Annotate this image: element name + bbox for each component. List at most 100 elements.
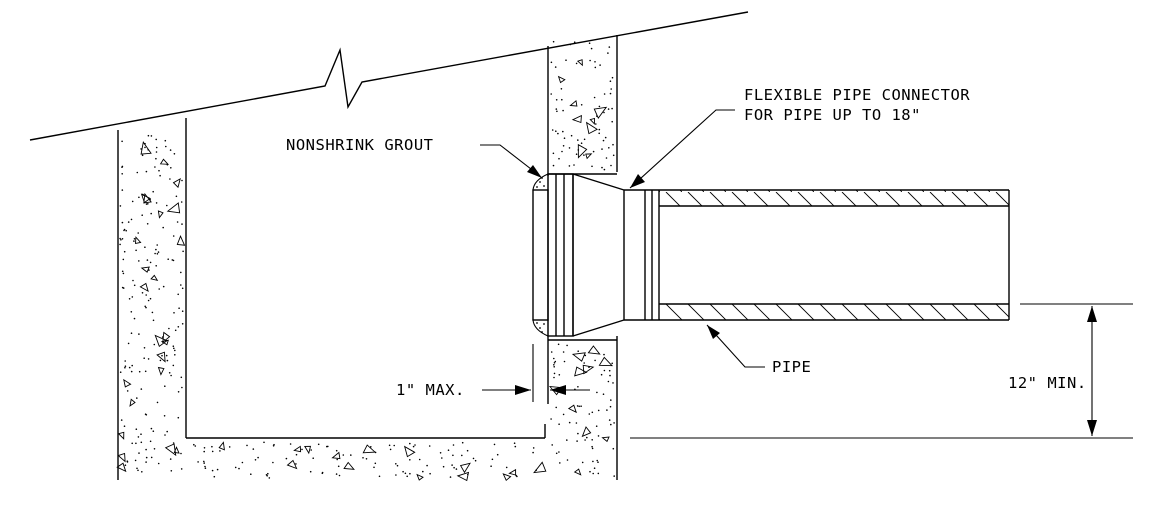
aggregate-dot [597, 435, 600, 437]
aggregate-dot [203, 462, 205, 464]
aggregate-dot [592, 472, 594, 475]
aggregate-dot [254, 459, 257, 461]
aggregate-dot [555, 99, 558, 101]
aggregate-dot [155, 202, 158, 204]
aggregate-dot [589, 470, 591, 473]
grout-dot [543, 323, 545, 325]
aggregate-dot [145, 203, 148, 205]
grout-dot [541, 331, 543, 333]
aggregate-dot [566, 439, 568, 441]
aggregate-dot [144, 246, 146, 248]
aggregate-dot [219, 450, 221, 452]
aggregate-mark [156, 351, 166, 363]
aggregate-mark [571, 352, 586, 362]
aggregate-dot [472, 457, 475, 460]
pipe-leader [706, 324, 765, 368]
aggregate-dot [250, 473, 252, 476]
aggregate-dot [374, 462, 377, 465]
aggregate-dot [309, 470, 312, 473]
aggregate-mark [331, 451, 341, 460]
aggregate-mark [593, 106, 608, 119]
aggregate-dot [138, 370, 141, 373]
aggregate-dot [584, 439, 586, 441]
aggregate-dot [422, 470, 424, 473]
aggregate-dot [131, 364, 133, 367]
aggregate-dot [124, 365, 127, 368]
aggregate-dot [134, 459, 137, 462]
aggregate-dot [133, 238, 136, 240]
aggregate-dot [170, 167, 172, 169]
concrete-texture [116, 40, 615, 482]
aggregate-dot [123, 229, 125, 232]
max-gap-label: 1" MAX. [396, 381, 465, 399]
aggregate-dot [203, 447, 206, 449]
aggregate-dot [396, 464, 399, 467]
aggregate-dot [389, 448, 392, 451]
aggregate-dot [152, 190, 154, 193]
aggregate-dot [562, 130, 564, 133]
ground-line [29, 11, 749, 141]
min-height-dimension [630, 303, 1133, 439]
aggregate-dot [406, 475, 409, 478]
aggregate-dot [121, 221, 124, 224]
aggregate-dot [593, 467, 596, 470]
aggregate-dot [562, 145, 565, 147]
aggregate-dot [593, 96, 596, 99]
aggregate-dot [147, 358, 150, 360]
aggregate-dot [560, 88, 563, 90]
aggregate-dot [216, 468, 219, 471]
aggregate-dot [409, 472, 411, 475]
connector-leader [629, 109, 735, 189]
aggregate-mark [160, 339, 169, 346]
aggregate-dot [131, 200, 134, 203]
aggregate-dot [162, 285, 165, 288]
aggregate-dot [173, 153, 176, 155]
aggregate-dot [119, 237, 121, 240]
aggregate-dot [559, 462, 561, 464]
aggregate-dot [493, 443, 496, 446]
aggregate-dot [611, 107, 613, 110]
aggregate-dot [594, 359, 596, 362]
aggregate-dot [128, 298, 131, 300]
aggregate-dot [163, 415, 166, 417]
aggregate-dot [133, 240, 135, 242]
aggregate-dot [608, 46, 611, 48]
aggregate-mark [567, 404, 577, 414]
aggregate-dot [272, 445, 275, 447]
aggregate-dot [350, 454, 352, 456]
aggregate-dot [123, 250, 126, 253]
aggregate-dot [558, 374, 561, 376]
aggregate-dot [603, 369, 606, 372]
aggregate-dot [452, 454, 454, 457]
aggregate-mark [456, 471, 470, 482]
aggregate-dot [597, 472, 600, 475]
aggregate-dot [263, 441, 265, 444]
aggregate-dot [127, 221, 130, 223]
aggregate-dot [552, 152, 555, 155]
aggregate-dot [137, 469, 139, 472]
aggregate-dot [556, 110, 558, 113]
aggregate-dot [515, 474, 517, 477]
aggregate-mark [164, 443, 177, 457]
aggregate-dot [127, 342, 130, 345]
aggregate-dot [451, 464, 453, 466]
aggregate-mark [129, 398, 136, 407]
aggregate-dot [414, 444, 416, 446]
aggregate-mark [581, 426, 592, 438]
aggregate-mark [135, 236, 142, 245]
aggregate-mark [150, 274, 159, 281]
aggregate-dot [145, 414, 148, 416]
aggregate-dot [442, 465, 445, 468]
nonshrink-grout-fill [532, 173, 549, 337]
aggregate-dot [554, 360, 557, 363]
aggregate-dot [552, 40, 555, 43]
aggregate-dot [246, 444, 248, 447]
aggregate-dot [600, 373, 603, 376]
aggregate-dot [171, 259, 174, 261]
grout-dot [536, 186, 538, 188]
aggregate-dot [599, 64, 601, 66]
aggregate-dot [180, 201, 183, 203]
aggregate-dot [550, 418, 552, 420]
aggregate-dot [596, 115, 598, 117]
aggregate-dot [591, 165, 593, 168]
